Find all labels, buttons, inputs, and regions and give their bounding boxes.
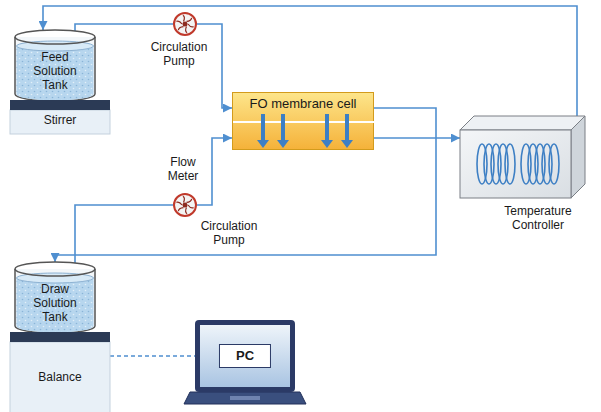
temperature-controller-shape [460, 116, 585, 198]
node-label: Circulation Pump [193, 219, 265, 247]
node-label: PC [219, 344, 271, 368]
circulation-pump-shape [173, 193, 197, 217]
laptop-base [184, 392, 306, 404]
circulation-pump-shape [173, 12, 197, 36]
node-label: Draw Solution Tank [21, 282, 89, 324]
temperature-controller: Temperature Controller [460, 116, 585, 198]
node-label: Stirrer [14, 110, 106, 130]
draw-tank: Draw Solution Tank [15, 262, 95, 333]
stirrer-base: Stirrer [10, 100, 110, 134]
flow-pipe [75, 205, 173, 263]
node-label: Balance [14, 342, 106, 412]
node-label: Temperature Controller [488, 204, 588, 232]
flow-pipe [75, 24, 173, 31]
node-label: FO membrane cell [237, 96, 369, 111]
laptop-trackpad [230, 396, 260, 400]
pc-laptop: PC [195, 320, 295, 392]
node-label: Circulation Pump [139, 40, 219, 68]
flow-pipe [374, 137, 460, 139]
feed-tank: Feed Solution Tank [15, 30, 95, 101]
flow-pipe [43, 6, 577, 116]
membrane-cell: FO membrane cell [232, 92, 374, 150]
circulation-pump: Circulation Pump [173, 193, 197, 217]
flow-pipe [197, 138, 232, 205]
circulation-pump: Circulation Pump [173, 12, 197, 36]
part-label: Flow Meter [158, 155, 208, 183]
data-cable [110, 355, 195, 357]
balance-base: Balance [10, 332, 110, 412]
flow-pipe [197, 24, 232, 108]
node-label: Feed Solution Tank [21, 50, 89, 92]
